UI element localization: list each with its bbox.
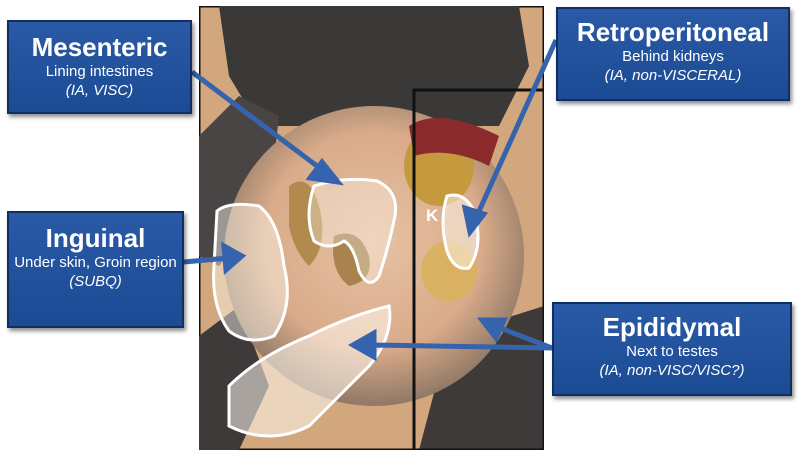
mesenteric-arrow — [190, 70, 344, 186]
inguinal-callout: Inguinal Under skin, Groin region (SUBQ) — [7, 211, 184, 328]
retroperitoneal-note: (IA, non-VISCERAL) — [604, 67, 742, 84]
kidney-label: K — [426, 206, 439, 225]
mouse-dissection-photo — [199, 6, 544, 450]
retroperitoneal-arrow — [461, 38, 559, 238]
inguinal-title: Inguinal — [45, 223, 146, 253]
mesenteric-note: (IA, VISC) — [65, 82, 134, 99]
epididymal-arrow — [347, 317, 553, 362]
retroperitoneal-callout: Retroperitoneal Behind kidneys (IA, non-… — [556, 7, 790, 101]
mesenteric-title: Mesenteric — [31, 32, 168, 62]
inguinal-subtitle: Under skin, Groin region — [14, 254, 177, 271]
epididymal-subtitle: Next to testes — [626, 343, 718, 360]
inguinal-arrow — [183, 241, 247, 276]
retroperitoneal-title: Retroperitoneal — [576, 17, 770, 47]
epididymal-note: (IA, non-VISC/VISC?) — [599, 362, 745, 379]
mesenteric-subtitle: Lining intestines — [45, 63, 154, 80]
mesenteric-callout: Mesenteric Lining intestines (IA, VISC) — [7, 20, 192, 114]
epididymal-callout: Epididymal Next to testes (IA, non-VISC/… — [552, 302, 792, 396]
inguinal-note: (SUBQ) — [69, 273, 122, 290]
retroperitoneal-subtitle: Behind kidneys — [622, 48, 724, 65]
epididymal-title: Epididymal — [602, 312, 742, 342]
